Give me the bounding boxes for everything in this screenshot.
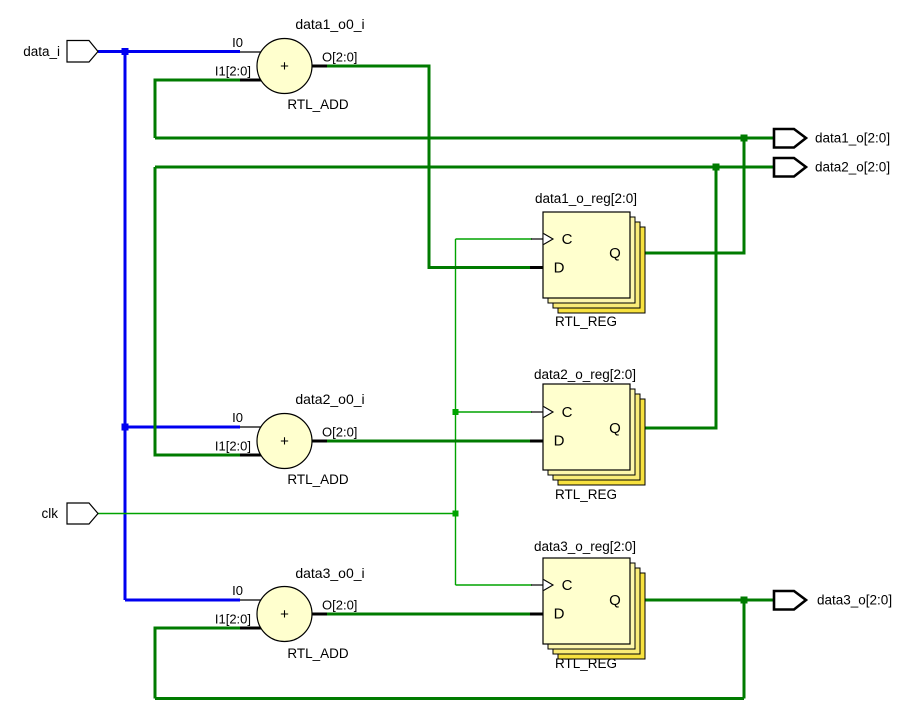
register-data2_o_reg[interactable]: data2_o_reg[2:0] RTL_REG C D Q — [534, 367, 646, 502]
register-body[interactable] — [542, 211, 631, 299]
adder-type-label: RTL_ADD — [287, 97, 349, 112]
output-port-data1_o[interactable]: data1_o[2:0] — [772, 127, 890, 149]
adder-data3_o0_i[interactable]: + data3_o0_i RTL_ADD I0 I1[2:0] O[2:0] — [215, 565, 365, 661]
junction-dot — [740, 134, 748, 142]
junction-dot — [121, 48, 129, 55]
output-port-data2_o[interactable]: data2_o[2:0] — [772, 156, 890, 178]
clock-edge-icon — [543, 406, 555, 418]
register-data3_o_reg[interactable]: data3_o_reg[2:0] RTL_REG C D Q — [534, 539, 646, 671]
net-data3-o-segment[interactable] — [153, 626, 240, 699]
net-data1-o-segment[interactable] — [643, 138, 746, 255]
register-type-label: RTL_REG — [555, 656, 617, 671]
plus-operator-icon: + — [280, 58, 289, 75]
net-data1-o-segment[interactable] — [153, 78, 240, 138]
net-data2-o-segment[interactable] — [153, 167, 240, 457]
adder-instance-label: data1_o0_i — [295, 16, 364, 32]
pin-label-i1: I1[2:0] — [215, 612, 251, 627]
input-port-label: data_i — [23, 44, 60, 59]
output-port-icon[interactable] — [772, 156, 809, 178]
net-data3-o[interactable] — [153, 598, 773, 700]
register-instance-label: data3_o_reg[2:0] — [534, 539, 636, 554]
pin-label-i1: I1[2:0] — [215, 64, 251, 79]
register-instance-label: data1_o_reg[2:0] — [535, 191, 637, 206]
pin-label-d: D — [554, 433, 565, 450]
output-port-icon[interactable] — [772, 589, 809, 611]
pin-label-c: C — [562, 231, 573, 248]
pin-label-o: O[2:0] — [322, 425, 357, 440]
adder-type-label: RTL_ADD — [287, 646, 349, 661]
pin-label-d: D — [554, 606, 565, 623]
register-type-label: RTL_REG — [555, 487, 617, 502]
register-body[interactable] — [542, 383, 631, 471]
output-port-label: data2_o[2:0] — [815, 160, 890, 175]
adder-body[interactable] — [256, 412, 313, 470]
junction-dot — [712, 163, 720, 171]
pin-label-d: D — [554, 260, 565, 277]
junction-dot — [452, 409, 459, 415]
adder-body[interactable] — [256, 37, 313, 95]
adder-instance-label: data3_o0_i — [295, 565, 364, 581]
junction-dot — [740, 596, 748, 604]
pin-label-q: Q — [609, 245, 621, 262]
pin-label-q: Q — [609, 592, 621, 609]
input-port-icon[interactable] — [66, 502, 99, 525]
net-data2-o-segment[interactable] — [643, 167, 718, 430]
adder-data1_o0_i[interactable]: + data1_o0_i RTL_ADD I0 I1[2:0] O[2:0] — [215, 16, 365, 112]
clock-edge-icon — [543, 233, 555, 245]
input-port-clk[interactable]: clk — [42, 502, 99, 525]
net-data-i[interactable] — [98, 50, 240, 602]
pin-label-o: O[2:0] — [322, 598, 357, 613]
pin-label-i0: I0 — [232, 35, 243, 50]
plus-operator-icon: + — [280, 606, 289, 623]
plus-operator-icon: + — [280, 433, 289, 450]
output-port-label: data3_o[2:0] — [817, 593, 892, 608]
junction-dots — [121, 48, 748, 604]
adder-data2_o0_i[interactable]: + data2_o0_i RTL_ADD I0 I1[2:0] O[2:0] — [215, 391, 365, 487]
output-port-label: data1_o[2:0] — [815, 131, 890, 146]
input-port-data_i[interactable]: data_i — [23, 39, 99, 63]
register-body[interactable] — [542, 557, 631, 645]
register-instance-label: data2_o_reg[2:0] — [534, 367, 636, 382]
clock-edge-icon — [543, 579, 555, 591]
input-port-icon[interactable] — [66, 39, 99, 63]
net-clk[interactable] — [98, 238, 532, 586]
register-type-label: RTL_REG — [555, 314, 617, 329]
pin-label-q: Q — [609, 420, 621, 437]
pin-label-i1: I1[2:0] — [215, 439, 251, 454]
register-data1_o_reg[interactable]: data1_o_reg[2:0] RTL_REG C D Q — [535, 191, 646, 329]
output-port-data3_o[interactable]: data3_o[2:0] — [772, 589, 892, 611]
output-port-icon[interactable] — [772, 127, 809, 149]
pin-label-i0: I0 — [232, 410, 243, 425]
junction-dot — [452, 510, 459, 517]
adder-type-label: RTL_ADD — [287, 472, 349, 487]
net-data2-o[interactable] — [153, 165, 773, 457]
pin-label-c: C — [562, 404, 573, 421]
adder-instance-label: data2_o0_i — [295, 391, 364, 407]
input-port-label: clk — [42, 506, 59, 521]
adder-body[interactable] — [256, 585, 313, 643]
junction-dot — [121, 423, 129, 431]
pin-label-c: C — [562, 577, 573, 594]
pin-label-i0: I0 — [232, 583, 243, 598]
net-data1-o[interactable] — [153, 78, 773, 255]
pin-label-o: O[2:0] — [322, 50, 357, 65]
